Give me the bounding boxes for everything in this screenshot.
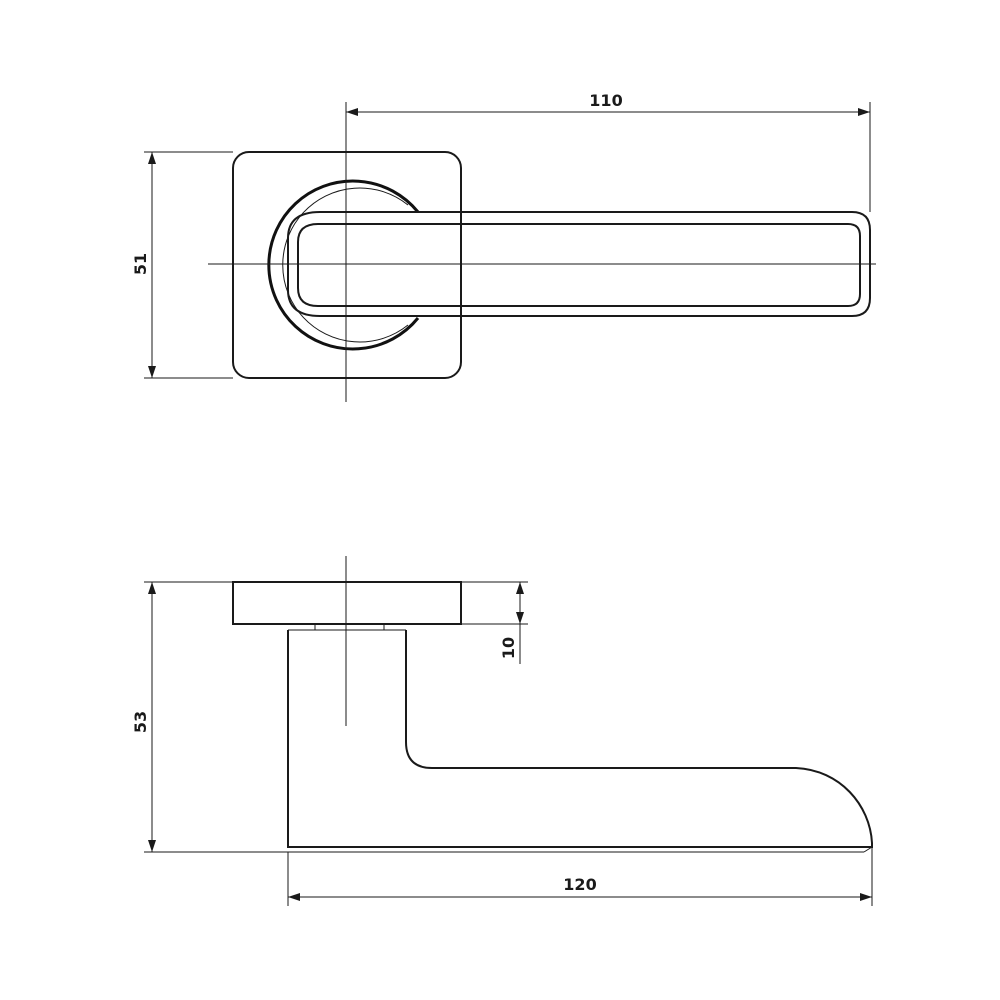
dimension-label-51: 51 (131, 253, 150, 275)
round-rose-inner-arc (282, 187, 409, 343)
lever-inner-outline (297, 223, 861, 307)
dimension-label-53: 53 (131, 711, 150, 733)
dimension-label-120: 120 (563, 875, 596, 894)
dimension-label-110: 110 (589, 91, 622, 110)
lever-side-profile (287, 630, 873, 848)
round-rose-arc (267, 179, 420, 351)
lever-bottom-edge (863, 846, 873, 853)
square-rose-outline (232, 151, 462, 379)
top-view: 110 51 (131, 91, 876, 402)
dimension-label-10: 10 (499, 637, 518, 659)
rose-plate-outline (232, 581, 462, 625)
side-view: 10 53 120 (131, 556, 873, 906)
lever-outer-outline (287, 211, 871, 317)
